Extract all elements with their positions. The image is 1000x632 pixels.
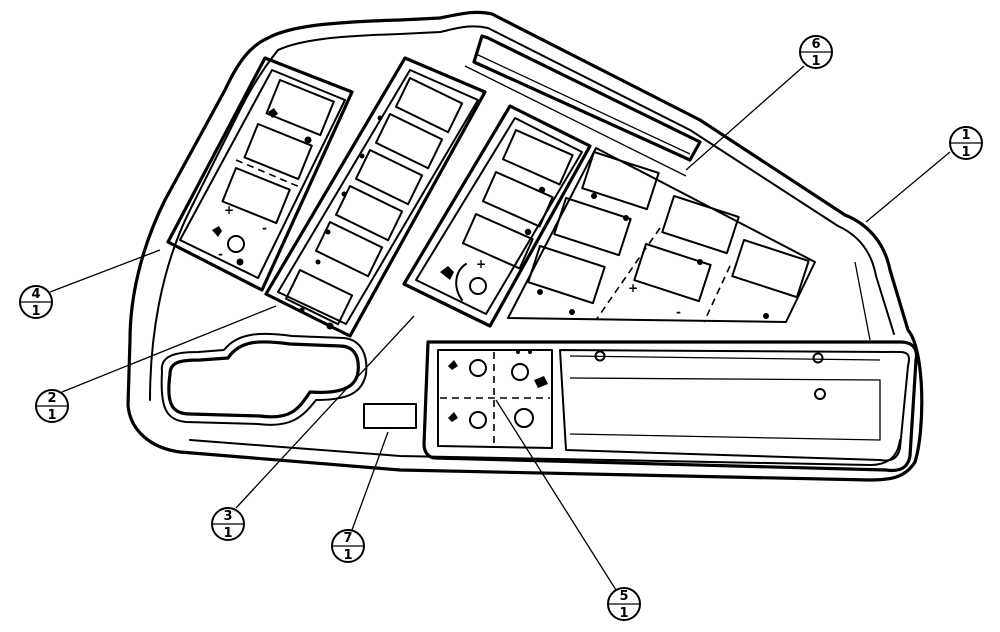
balloon-1-item: 1 xyxy=(961,128,970,143)
balloon-7-item: 7 xyxy=(343,531,352,546)
svg-text:+: + xyxy=(628,281,638,295)
balloon-4-qty: 1 xyxy=(31,304,40,319)
svg-text:-: - xyxy=(262,221,267,235)
balloon-3-qty: 1 xyxy=(223,526,232,541)
leader-line-7 xyxy=(351,431,389,531)
balloon-1: 1 1 xyxy=(949,126,983,160)
balloon-5: 5 1 xyxy=(607,587,641,621)
svg-text:+: + xyxy=(224,203,234,217)
balloon-1-qty: 1 xyxy=(961,145,970,160)
switch-panel-2 xyxy=(264,56,487,338)
label-plate-7 xyxy=(363,403,417,429)
balloon-6-qty: 1 xyxy=(811,54,820,69)
leader-line-6 xyxy=(685,65,805,171)
leader-line-3 xyxy=(235,315,415,509)
balloon-3-item: 3 xyxy=(223,509,232,524)
balloon-5-qty: 1 xyxy=(619,606,628,621)
switch-panel-3: + xyxy=(402,104,592,328)
balloon-7-qty: 1 xyxy=(343,548,352,563)
console-housing xyxy=(126,10,924,482)
switch-grid-panel: + - xyxy=(507,147,816,323)
balloon-2-qty: 1 xyxy=(47,408,56,423)
svg-text:-: - xyxy=(218,247,223,261)
balloon-4-item: 4 xyxy=(31,287,40,302)
control-tray-5 xyxy=(422,340,919,473)
leader-lines xyxy=(49,65,951,591)
leader-line-5 xyxy=(495,399,617,591)
leader-line-1 xyxy=(865,151,951,223)
svg-text:+: + xyxy=(476,257,486,271)
balloon-2: 2 1 xyxy=(35,389,69,423)
balloon-4: 4 1 xyxy=(19,285,53,319)
svg-text:-: - xyxy=(676,305,681,319)
balloon-7: 7 1 xyxy=(331,529,365,563)
leader-line-2 xyxy=(61,305,277,393)
top-rail xyxy=(464,34,702,177)
balloon-3: 3 1 xyxy=(211,507,245,541)
balloon-5-item: 5 xyxy=(619,589,628,604)
leader-line-4 xyxy=(49,249,161,293)
balloon-6-item: 6 xyxy=(811,37,820,52)
balloon-6: 6 1 xyxy=(799,35,833,69)
balloon-2-item: 2 xyxy=(47,391,56,406)
switch-panel-4: + - - xyxy=(166,56,354,292)
handle-recess xyxy=(160,332,368,426)
